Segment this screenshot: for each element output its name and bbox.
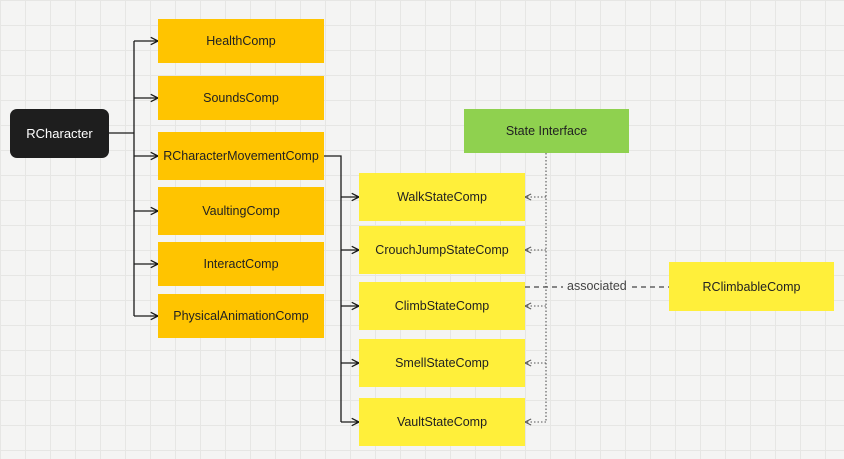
node-rclimbablecomp[interactable]: RClimbableComp: [669, 262, 834, 311]
node-rcharactermovementcomp-label: RCharacterMovementComp: [163, 149, 319, 163]
node-vaultstatecomp-label: VaultStateComp: [396, 415, 488, 429]
node-healthcomp[interactable]: HealthComp: [158, 19, 324, 63]
node-interactcomp-label: InteractComp: [203, 257, 279, 271]
node-interactcomp[interactable]: InteractComp: [158, 242, 324, 286]
node-state-interface[interactable]: State Interface: [464, 109, 629, 153]
node-walkstatecomp-label: WalkStateComp: [397, 190, 487, 204]
node-soundscomp-label: SoundsComp: [203, 91, 279, 105]
node-healthcomp-label: HealthComp: [206, 34, 276, 48]
node-walkstatecomp[interactable]: WalkStateComp: [359, 173, 525, 221]
edge-movement-trunk: [324, 155, 342, 422]
node-crouchjumpstatecomp[interactable]: CrouchJumpStateComp: [359, 226, 525, 274]
node-physicalanimationcomp[interactable]: PhysicalAnimationComp: [158, 294, 324, 338]
node-vaultingcomp-label: VaultingComp: [202, 204, 280, 218]
node-climbstatecomp[interactable]: ClimbStateComp: [359, 282, 525, 330]
node-rcharacter[interactable]: RCharacter: [10, 109, 109, 158]
association-label: associated: [567, 279, 627, 293]
node-rcharacter-label: RCharacter: [26, 126, 93, 141]
node-rclimbablecomp-label: RClimbableComp: [702, 279, 801, 294]
node-crouchjumpstatecomp-label: CrouchJumpStateComp: [375, 243, 509, 257]
node-physicalanimationcomp-label: PhysicalAnimationComp: [173, 309, 309, 323]
node-climbstatecomp-label: ClimbStateComp: [394, 299, 490, 313]
node-smellstatecomp-label: SmellStateComp: [395, 356, 489, 370]
node-vaultingcomp[interactable]: VaultingComp: [158, 187, 324, 235]
node-rcharactermovementcomp[interactable]: RCharacterMovementComp: [158, 132, 324, 180]
node-soundscomp[interactable]: SoundsComp: [158, 76, 324, 120]
node-vaultstatecomp[interactable]: VaultStateComp: [359, 398, 525, 446]
node-state-interface-label: State Interface: [505, 124, 588, 138]
node-smellstatecomp[interactable]: SmellStateComp: [359, 339, 525, 387]
